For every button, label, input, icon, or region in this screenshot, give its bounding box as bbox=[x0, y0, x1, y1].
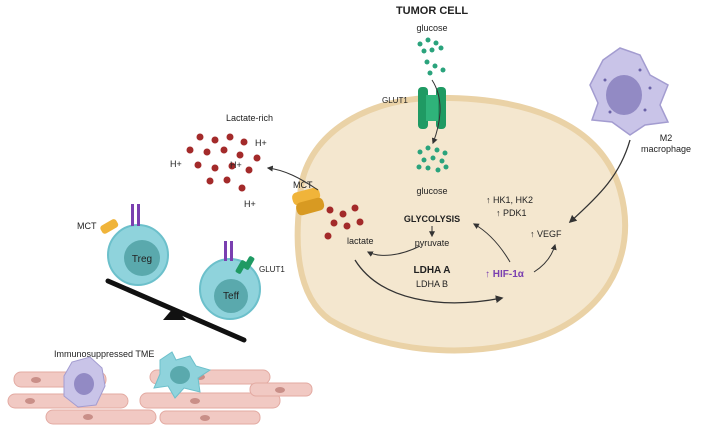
glut1-transporter-teff bbox=[235, 256, 255, 274]
hplus-label-3: H+ bbox=[230, 160, 242, 170]
glucose-label-top: glucose bbox=[416, 23, 447, 33]
glut1-label-teff: GLUT1 bbox=[259, 265, 285, 274]
m2-macrophage-granules bbox=[603, 68, 652, 114]
hif-to-glycolysis-arrow bbox=[472, 223, 511, 263]
lactate-to-hif-arrow bbox=[354, 259, 504, 304]
m2-label: M2 bbox=[660, 133, 673, 143]
glut1-label-tumor: GLUT1 bbox=[382, 96, 408, 105]
mct-label-treg: MCT bbox=[77, 221, 97, 231]
seesaw-fulcrum bbox=[163, 307, 186, 320]
treg-label: Treg bbox=[132, 254, 152, 265]
vegf-label: ↑ VEGF bbox=[530, 229, 562, 239]
tme-macrophage-nucleus bbox=[74, 373, 94, 395]
ldhb-label: LDHA B bbox=[416, 279, 448, 289]
glucose-cluster-inside bbox=[416, 145, 449, 173]
tme-dendritic-nucleus bbox=[170, 366, 190, 384]
tumor-cell-body bbox=[294, 94, 629, 354]
glucose-cluster-outside bbox=[417, 37, 446, 76]
pyruvate-label: pyruvate bbox=[415, 238, 450, 248]
hif-label: ↑ HIF-1α bbox=[485, 269, 525, 280]
tme-label: Immunosuppressed TME bbox=[54, 349, 154, 359]
lactate-label: lactate bbox=[347, 236, 374, 246]
lactate-cluster-inside bbox=[324, 204, 364, 240]
tumor-cell-title: TUMOR CELL bbox=[396, 5, 468, 17]
mct-transporter-tumor bbox=[292, 187, 325, 216]
glycolysis-label: GLYCOLYSIS bbox=[404, 214, 460, 224]
lactate-efflux-arrow bbox=[266, 165, 319, 191]
teff-label: Teff bbox=[223, 291, 239, 302]
ldha-label: LDHA A bbox=[413, 265, 450, 276]
treg-nucleus bbox=[124, 240, 160, 276]
lactate-rich-label: Lactate-rich bbox=[226, 113, 273, 123]
macrophage-to-vegf-arrow bbox=[568, 139, 631, 224]
hplus-label-2: H+ bbox=[170, 159, 182, 169]
glucose-label-inside: glucose bbox=[416, 186, 447, 196]
hk-label: ↑ HK1, HK2 bbox=[486, 195, 533, 205]
teff-nucleus bbox=[214, 279, 248, 313]
hplus-label-4: H+ bbox=[244, 199, 256, 209]
hif-to-vegf-arrow bbox=[533, 243, 557, 273]
pdk-label: ↑ PDK1 bbox=[496, 208, 527, 218]
teff-receptor-icon bbox=[224, 241, 233, 261]
mct-transporter-treg bbox=[100, 219, 119, 234]
glut1-transporter-tumor bbox=[418, 87, 446, 129]
macrophage-label: macrophage bbox=[641, 144, 691, 154]
m2-macrophage-nucleus bbox=[606, 75, 642, 115]
glucose-influx-arrow bbox=[431, 79, 441, 145]
pyruvate-to-lactate-arrow bbox=[366, 245, 421, 257]
mct-label-tumor: MCT bbox=[293, 180, 313, 190]
stroma-nuclei bbox=[25, 374, 285, 421]
lactate-cluster-outside bbox=[186, 133, 261, 192]
hplus-label-1: H+ bbox=[255, 138, 267, 148]
treg-receptor-icon bbox=[131, 204, 140, 226]
